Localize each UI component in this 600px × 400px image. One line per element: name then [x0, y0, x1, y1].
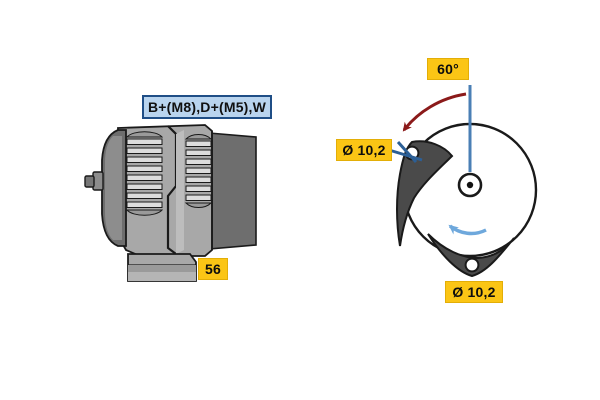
front-slot-bank-bottom-cap — [125, 209, 164, 216]
terminal-56-label: 56 — [198, 258, 228, 280]
upper-mounting-lug — [396, 140, 454, 247]
rear-housing-block — [208, 132, 257, 250]
angle-arc-arrow — [402, 92, 467, 132]
front-slot-bank-top-cap — [125, 131, 164, 138]
ventilation-slots-front — [126, 138, 163, 208]
front-view — [388, 85, 538, 278]
side-view — [84, 124, 257, 282]
diameter-bottom-label: Ø 10,2 — [445, 281, 503, 303]
lower-lug-bolt-hole — [464, 257, 480, 273]
terminal-designation-label: B+(M8),D+(M5),W — [142, 95, 272, 119]
mounting-foot — [127, 253, 197, 282]
upper-diameter-leader-tick — [396, 140, 418, 164]
housing-centre-ridge-highlight — [176, 130, 184, 254]
drive-end-bell-face — [105, 136, 122, 240]
angle-60-label: 60° — [427, 58, 469, 80]
rear-slot-bank-top-cap — [184, 134, 213, 140]
upper-diameter-leader-line — [388, 148, 423, 162]
housing-centre-ridge — [166, 125, 178, 255]
centre-shaft-dot — [466, 181, 474, 189]
terminal-stud — [84, 171, 104, 191]
ventilation-slots-rear — [185, 140, 212, 201]
rear-slot-bank-bottom-cap — [184, 202, 213, 208]
diameter-top-label: Ø 10,2 — [336, 139, 392, 161]
rotation-direction-arrow — [448, 224, 487, 236]
